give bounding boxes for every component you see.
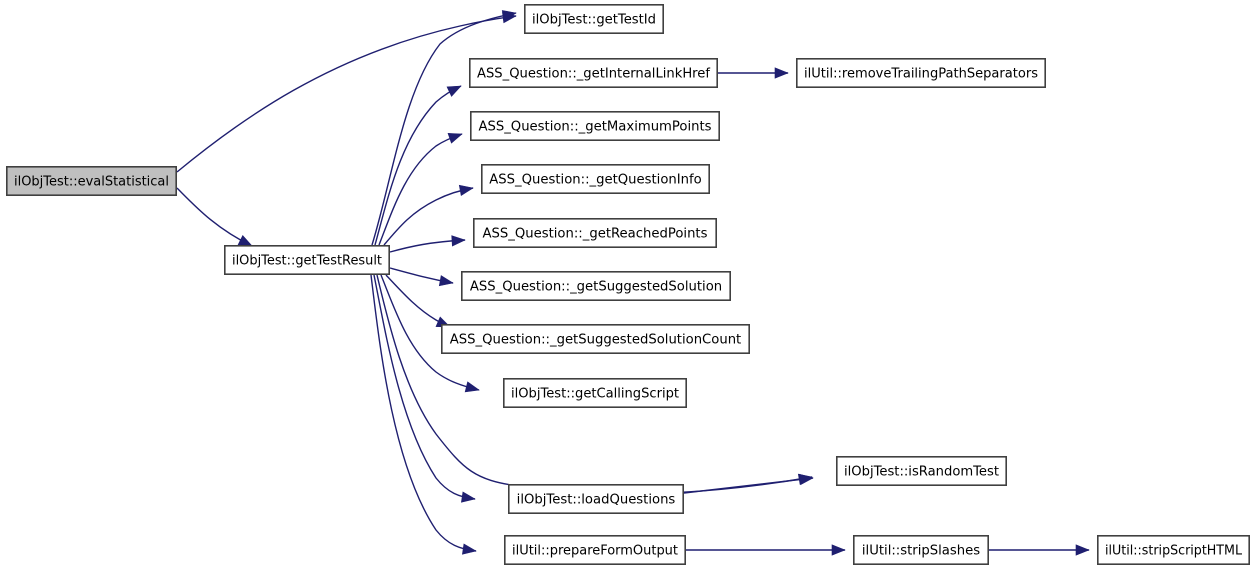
node-layer: ilObjTest::evalStatisticalilObjTest::get… — [6, 4, 1251, 565]
call-edge-stripSlashes-to-stripScriptHTML — [989, 544, 1090, 556]
edge-arrowhead-icon — [461, 491, 476, 503]
node-box[interactable] — [507, 483, 684, 514]
edge-line — [373, 274, 476, 500]
graph-node-isRandomTest[interactable]: ilObjTest::isRandomTest — [835, 455, 1007, 486]
graph-node-removeTrailingPathSeparators[interactable]: ilUtil::removeTrailingPathSeparators — [795, 57, 1046, 88]
node-label: ASS_Question::_getReachedPoints — [483, 227, 708, 242]
node-label: ASS_Question::_getMaximumPoints — [478, 120, 711, 135]
node-box[interactable] — [523, 4, 664, 34]
node-box[interactable] — [224, 245, 390, 276]
node-label: ilObjTest::getCallingScript — [511, 387, 679, 402]
edge-arrowhead-icon — [464, 381, 480, 393]
edge-line — [378, 133, 463, 246]
edge-layer — [176, 10, 1090, 556]
node-box[interactable] — [6, 166, 177, 197]
graph-node-evalStatistical[interactable]: ilObjTest::evalStatistical — [6, 166, 177, 197]
graph-node-getInternalLinkHref[interactable]: ASS_Question::_getInternalLinkHref — [468, 57, 718, 88]
edge-arrowhead-icon — [446, 85, 462, 97]
edge-arrowhead-icon — [774, 67, 789, 79]
node-label: ASS_Question::_getSuggestedSolution — [470, 280, 722, 295]
graph-node-prepareFormOutput[interactable]: ilUtil::prepareFormOutput — [503, 534, 686, 565]
call-edge-getTestResult-to-getReachedPoints — [389, 235, 466, 253]
edge-arrowhead-icon — [799, 473, 814, 486]
node-box[interactable] — [1097, 534, 1251, 565]
graph-node-getReachedPoints[interactable]: ASS_Question::_getReachedPoints — [472, 218, 717, 249]
node-label: ilObjTest::evalStatistical — [14, 175, 169, 190]
graph-node-stripScriptHTML[interactable]: ilUtil::stripScriptHTML — [1097, 534, 1251, 565]
call-edge-getTestResult-to-prepareFormOutput — [370, 274, 477, 555]
call-edge-evalStatistical-to-getTestId — [176, 12, 517, 173]
call-edge-getTestResult-to-loadQuestions — [373, 274, 476, 503]
graph-node-getSuggestedSolution[interactable]: ASS_Question::_getSuggestedSolution — [460, 270, 731, 301]
edge-arrowhead-icon — [458, 184, 474, 196]
graph-node-loadQuestions[interactable]: ilObjTest::loadQuestions — [507, 483, 684, 514]
node-label: ASS_Question::_getQuestionInfo — [489, 173, 701, 188]
graph-node-getTestId[interactable]: ilObjTest::getTestId — [523, 4, 664, 34]
node-label: ASS_Question::_getSuggestedSolutionCount — [450, 333, 741, 348]
call-edge-getTestResult-to-getTestId — [371, 10, 517, 246]
node-label: ilObjTest::getTestId — [532, 13, 656, 28]
edge-arrowhead-icon — [501, 10, 517, 22]
node-label: ilObjTest::loadQuestions — [517, 493, 676, 508]
edge-line — [683, 477, 814, 494]
node-box[interactable] — [835, 455, 1007, 486]
node-box[interactable] — [502, 377, 687, 408]
edge-arrowhead-icon — [438, 275, 454, 287]
node-label: ilUtil::stripScriptHTML — [1105, 544, 1243, 559]
node-box[interactable] — [795, 57, 1046, 88]
node-label: ASS_Question::_getInternalLinkHref — [477, 67, 710, 82]
call-edge-getTestResult-to-getMaximumPoints — [378, 133, 463, 246]
node-box[interactable] — [468, 57, 718, 88]
node-box[interactable] — [469, 111, 720, 142]
call-edge-getTestResult-to-getCallingScript — [380, 274, 480, 393]
graph-node-getQuestionInfo[interactable]: ASS_Question::_getQuestionInfo — [480, 164, 710, 195]
graph-node-getTestResult[interactable]: ilObjTest::getTestResult — [224, 245, 390, 276]
node-label: ilUtil::prepareFormOutput — [512, 544, 678, 559]
edge-arrowhead-icon — [462, 543, 477, 555]
node-box[interactable] — [852, 534, 989, 565]
edge-line — [383, 187, 474, 246]
graph-node-stripSlashes[interactable]: ilUtil::stripSlashes — [852, 534, 989, 565]
node-label: ilUtil::stripSlashes — [862, 544, 980, 559]
node-box[interactable] — [472, 218, 717, 249]
call-edge-getTestResult-to-getQuestionInfo — [383, 184, 474, 246]
graph-node-getSuggestedSolutionCount[interactable]: ASS_Question::_getSuggestedSolutionCount — [440, 323, 750, 354]
call-edge-loadQuestions-to-isRandomTest — [683, 473, 814, 494]
call-edge-evalStatistical-to-getTestResult — [176, 187, 253, 247]
edge-line — [176, 15, 517, 173]
edge-line — [176, 187, 253, 247]
edge-arrowhead-icon — [831, 544, 846, 556]
edge-line — [380, 274, 480, 391]
graph-node-getMaximumPoints[interactable]: ASS_Question::_getMaximumPoints — [469, 111, 720, 142]
node-box[interactable] — [440, 323, 750, 354]
node-box[interactable] — [503, 534, 686, 565]
node-label: ilObjTest::getTestResult — [232, 254, 382, 269]
edge-line — [370, 274, 477, 552]
call-edge-getTestResult-to-getSuggestedSolution — [389, 267, 454, 287]
node-box[interactable] — [460, 270, 731, 301]
call-edge-getTestResult-to-getInternalLinkHref — [374, 85, 462, 246]
node-label: ilUtil::removeTrailingPathSeparators — [804, 67, 1038, 82]
edge-arrowhead-icon — [451, 235, 466, 247]
call-edge-getInternalLinkHref-to-removeTrailingPathSeparators — [718, 67, 789, 79]
edge-line — [371, 12, 517, 246]
edge-arrowhead-icon — [447, 133, 463, 144]
edge-arrowhead-icon — [1075, 544, 1090, 556]
node-box[interactable] — [480, 164, 710, 195]
call-edge-prepareFormOutput-to-stripSlashes — [686, 544, 846, 556]
graph-node-getCallingScript[interactable]: ilObjTest::getCallingScript — [502, 377, 687, 408]
node-label: ilObjTest::isRandomTest — [844, 465, 999, 480]
